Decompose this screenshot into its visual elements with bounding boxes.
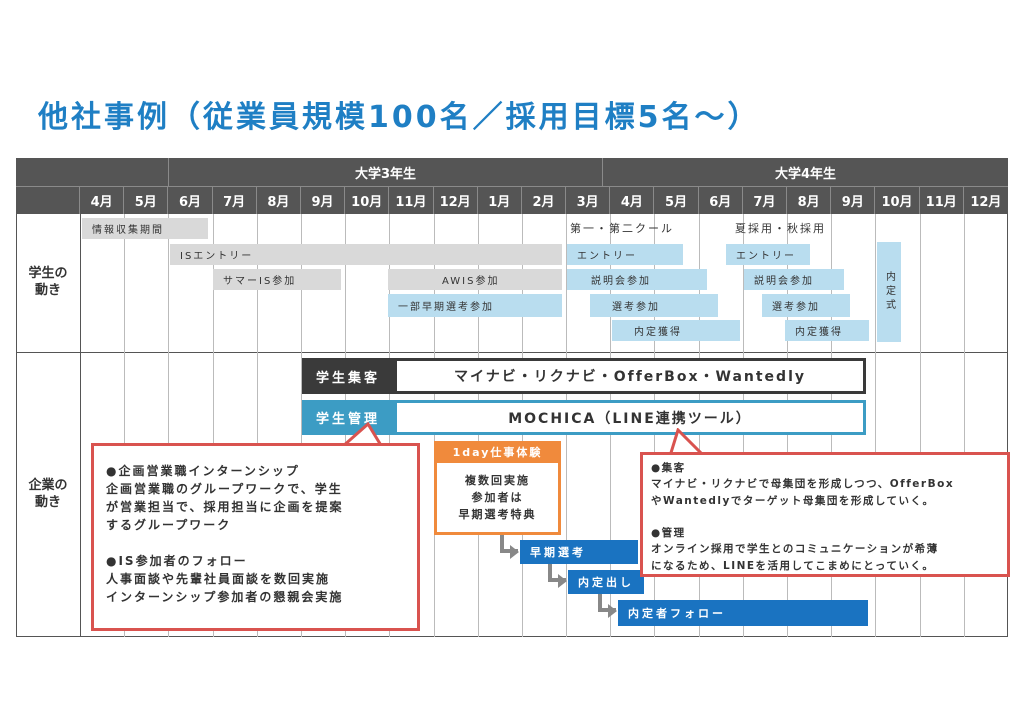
- arrow-to-naiteidashi-icon: [548, 564, 566, 582]
- month-grid-line: [124, 214, 126, 637]
- month-header-cell: 7月: [742, 186, 788, 214]
- label-summer-fall: 夏採用・秋採用: [735, 222, 826, 235]
- bar-naitei-follow: 内定者フォロー: [618, 600, 868, 626]
- month-header-cell: 6月: [168, 186, 213, 214]
- month-header-cell: 11月: [389, 186, 434, 214]
- arrow-to-early-selection-icon: [500, 535, 518, 553]
- bar-senko-1: 選考参加: [590, 294, 718, 317]
- month-header-cell: 3月: [566, 186, 611, 214]
- bar-is-entry: ISエントリー: [170, 244, 562, 265]
- callout-left-text: ●企画営業職インターンシップ 企画営業職のグループワークで、学生 が営業担当で、…: [106, 464, 344, 604]
- row-label-student: 学生の 動き: [28, 266, 68, 298]
- label-kanri: 学生管理: [302, 400, 394, 435]
- month-header-cell: 4月: [610, 186, 655, 214]
- box-shukyaku: マイナビ・リクナビ・OfferBox・Wantedly: [394, 358, 866, 394]
- month-grid-line: [919, 214, 921, 637]
- month-grid-line: [875, 214, 877, 637]
- month-header-cell: 9月: [300, 186, 346, 214]
- month-header-cell: 12月: [433, 186, 478, 214]
- header-month-blank: [16, 186, 80, 214]
- row-label-company: 企業の 動き: [28, 477, 68, 510]
- header-left-blank: [16, 158, 169, 186]
- bar-senko-2: 選考参加: [762, 294, 850, 317]
- header-year3: 大学3年生: [169, 158, 603, 186]
- month-header-cell: 9月: [831, 186, 876, 214]
- month-header-cell: 4月: [80, 186, 125, 214]
- bar-naitei-2: 内定獲得: [785, 320, 869, 341]
- header-year4: 大学4年生: [603, 158, 1008, 186]
- bar-summer-is: サマーIS参加: [213, 269, 341, 290]
- month-header-cell: 5月: [654, 186, 699, 214]
- month-header-cell: 7月: [212, 186, 257, 214]
- grid-body: [16, 214, 1008, 637]
- bar-early-selection-company: 早期選考: [520, 540, 638, 564]
- page-title: 他社事例（従業員規模100名／採用目標5名〜）: [38, 100, 761, 135]
- month-grid-line: [212, 214, 214, 637]
- label-cool: 第一・第二クール: [570, 222, 674, 235]
- box-kanri: MOCHICA（LINE連携ツール）: [394, 400, 866, 435]
- month-grid-line: [168, 214, 170, 637]
- month-header-cell: 11月: [919, 186, 964, 214]
- month-header-cell: 12月: [963, 186, 1008, 214]
- bar-info-period: 情報収集期間: [82, 218, 208, 239]
- month-header-cell: 8月: [787, 186, 832, 214]
- arrow-head-3-icon: [608, 604, 617, 618]
- bar-entry-2: エントリー: [726, 244, 810, 265]
- month-grid-line: [300, 214, 302, 637]
- arrow-to-follow-icon: [598, 594, 616, 612]
- month-header-cell: 2月: [521, 186, 567, 214]
- bar-setsumei-2: 説明会参加: [744, 269, 844, 290]
- month-grid-line: [256, 214, 258, 637]
- oneday-text: 複数回実施 参加者は 早期選考特典: [458, 474, 537, 522]
- bar-setsumei-1: 説明会参加: [567, 269, 707, 290]
- label-oneday: 1day仕事体験: [434, 441, 561, 463]
- bar-early-selection: 一部早期選考参加: [388, 294, 562, 317]
- callout-right-text: ●集客 マイナビ・リクナビで母集団を形成しつつ、OfferBox やWanted…: [651, 462, 955, 572]
- bar-naiteishiki: 内定式: [877, 242, 901, 342]
- month-header-cell: 10月: [875, 186, 920, 214]
- arrow-head-2-icon: [558, 574, 567, 588]
- callout-left: [91, 443, 420, 631]
- month-header-cell: 8月: [256, 186, 301, 214]
- callout-right: [640, 452, 1010, 577]
- month-header-cell: 6月: [698, 186, 743, 214]
- label-shukyaku: 学生集客: [302, 358, 394, 394]
- month-header-cell: 10月: [345, 186, 390, 214]
- bar-naitei-1: 内定獲得: [612, 320, 740, 341]
- label-column-divider: [80, 214, 81, 637]
- bar-entry-1: エントリー: [567, 244, 683, 265]
- row-divider: [16, 352, 1008, 353]
- bar-naiteidashi: 内定出し: [568, 570, 644, 594]
- month-header-cell: 5月: [124, 186, 169, 214]
- bar-awis: AWIS参加: [388, 269, 562, 290]
- arrow-head-1-icon: [510, 545, 519, 559]
- month-header-cell: 1月: [477, 186, 522, 214]
- month-grid-line: [963, 214, 965, 637]
